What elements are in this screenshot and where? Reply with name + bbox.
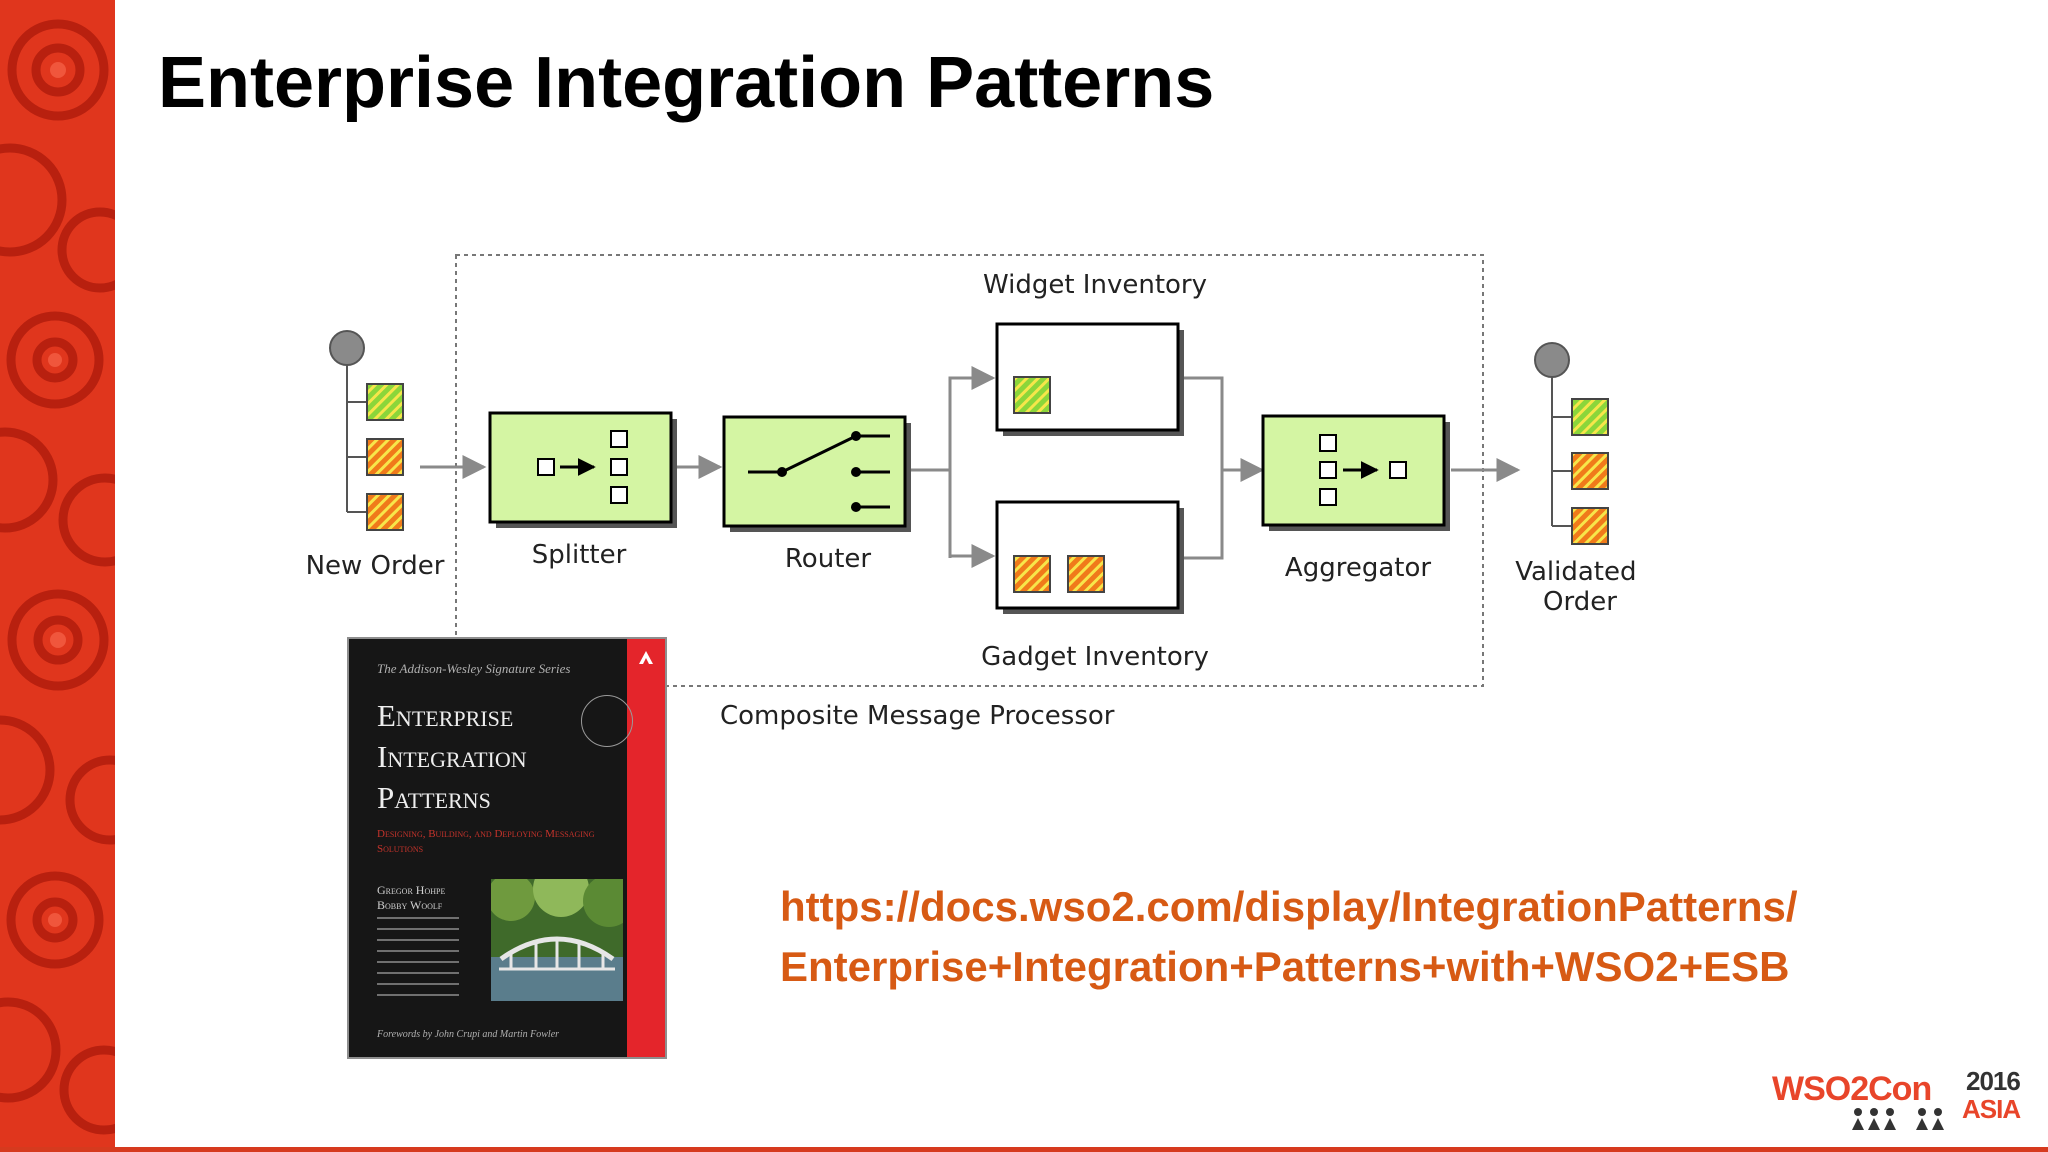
book-foreword: Forewords by John Crupi and Martin Fowle… [377, 1029, 560, 1040]
book-title-line: Integration [377, 739, 527, 774]
aggregator-filter [1261, 414, 1450, 531]
book-author: Gregor Hohpe [377, 883, 446, 897]
router-filter [722, 415, 911, 532]
gadget-inventory-label: Gadget Inventory [981, 642, 1209, 672]
book-contributors [377, 917, 459, 1005]
people-icon [1852, 1108, 1944, 1130]
docs-link-line-1[interactable]: https://docs.wso2.com/display/Integratio… [780, 883, 1798, 930]
splitter-label: Splitter [532, 540, 627, 570]
router-label: Router [785, 544, 871, 574]
side-decoration-band [0, 0, 115, 1152]
wso2con-logo: WSO2Con 2016 ASIA [1772, 1066, 2022, 1138]
slide-title: Enterprise Integration Patterns [158, 43, 1215, 123]
book-subtitle: Designing, Building, and Deploying Messa… [377, 828, 595, 855]
gadget-item-icon [1571, 507, 1609, 545]
book-authors: Gregor Hohpe Bobby Woolf [377, 883, 445, 913]
event-year: 2016 [1966, 1066, 2021, 1096]
widget-item-icon [366, 383, 404, 421]
validated-order-label-line-1: Validated [1515, 557, 1636, 587]
gadget-item-icon [1013, 555, 1051, 593]
publisher-logo-icon [639, 651, 653, 664]
book-author: Bobby Woolf [377, 898, 443, 912]
event-region: ASIA [1962, 1094, 2021, 1124]
bottom-rule [0, 1147, 2048, 1152]
composite-processor-label: Composite Message Processor [720, 701, 1115, 731]
event-brand: WSO2Con [1772, 1070, 1932, 1108]
validated-order-endpoint-icon [1534, 342, 1570, 378]
bridge-photo [491, 879, 623, 1001]
aggregator-label: Aggregator [1285, 553, 1431, 583]
splitter-filter [488, 411, 677, 528]
docs-link-line-2[interactable]: Enterprise+Integration+Patterns+with+WSO… [780, 943, 1790, 990]
validated-order-label: Validated Order [1515, 557, 1645, 617]
gadget-item-icon [1571, 452, 1609, 490]
validated-order-message [1534, 342, 1609, 545]
gadget-inventory-endpoint [995, 500, 1184, 614]
book-title-line: Patterns [377, 780, 491, 815]
book-title: Enterprise Integration Patterns [377, 695, 527, 818]
gadget-item-icon [366, 493, 404, 531]
series-seal-icon [581, 695, 633, 747]
book-series: The Addison-Wesley Signature Series [377, 661, 571, 676]
widget-item-icon [1571, 398, 1609, 436]
validated-order-label-line-2: Order [1543, 587, 1617, 617]
gadget-item-icon [366, 438, 404, 476]
book-spine [627, 639, 665, 1057]
widget-item-icon [1013, 376, 1051, 414]
widget-inventory-label: Widget Inventory [983, 270, 1207, 300]
new-order-message [329, 330, 404, 531]
new-order-endpoint-icon [329, 330, 365, 366]
book-cover: The Addison-Wesley Signature Series Ente… [347, 637, 667, 1059]
docs-link[interactable]: https://docs.wso2.com/display/Integratio… [780, 877, 1798, 997]
widget-inventory-endpoint [995, 322, 1184, 436]
book-title-line: Enterprise [377, 698, 514, 733]
gadget-item-icon [1067, 555, 1105, 593]
new-order-label: New Order [306, 551, 445, 581]
